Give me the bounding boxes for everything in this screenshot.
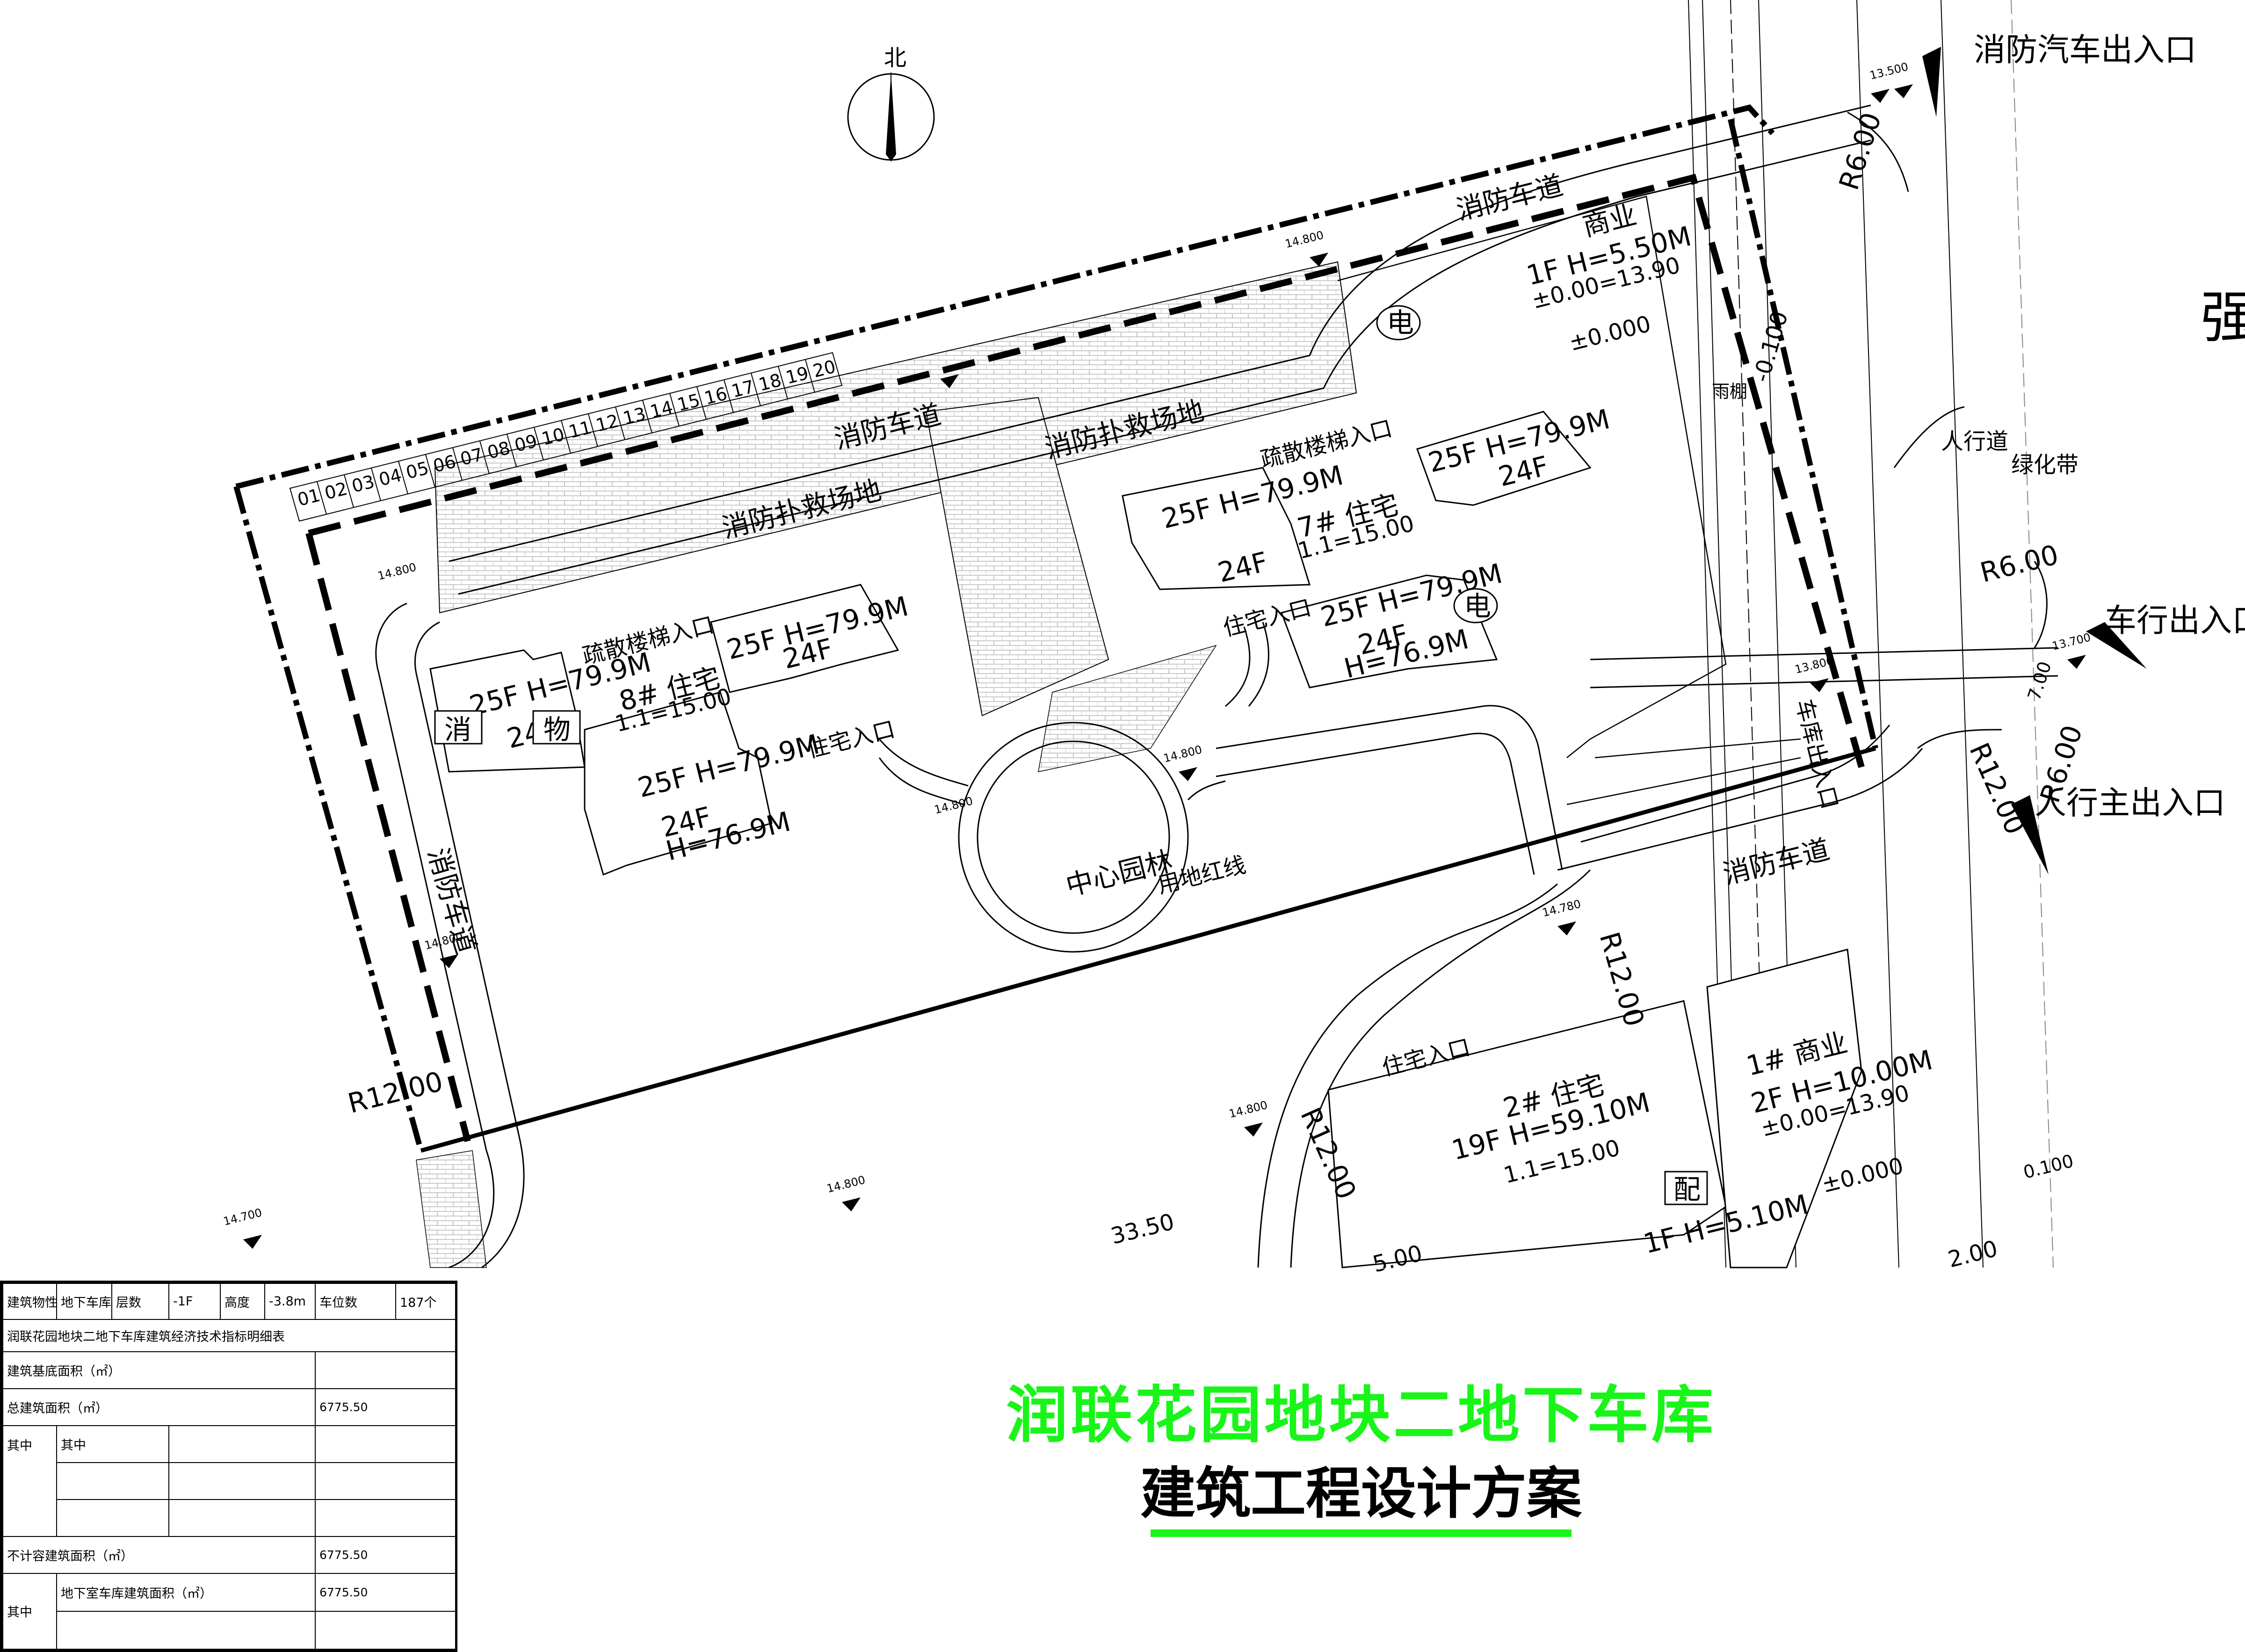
dimension-label: 33.50 bbox=[1108, 1209, 1177, 1250]
fire-lanes bbox=[375, 104, 2058, 1268]
north-label: 北 bbox=[884, 45, 906, 71]
dist-room-label: 配 bbox=[1673, 1174, 1701, 1205]
property-label: 物 bbox=[543, 714, 571, 746]
table-key: 其中 bbox=[2, 1425, 57, 1537]
project-subtitle: 建筑工程设计方案 bbox=[1140, 1461, 1582, 1526]
project-title: 润联花园地块二地下车库 bbox=[1006, 1379, 1716, 1451]
project-title-block: 润联花园地块二地下车库 建筑工程设计方案 bbox=[973, 1384, 1749, 1537]
table-value bbox=[56, 1610, 316, 1650]
stall-number: 02 bbox=[323, 478, 350, 503]
car-exit-label: 车行出入口 bbox=[2105, 602, 2245, 639]
pedestrian-main-label: 人行主出入口 bbox=[2035, 785, 2225, 822]
elev-pm0-se: ±0.000 bbox=[1819, 1152, 1906, 1198]
radius-label: R12.00 bbox=[1963, 738, 2031, 839]
fire-lane-south: 消防车道 bbox=[1720, 833, 1833, 890]
elev-pm0-ne: ±0.000 bbox=[1566, 311, 1653, 356]
stall-number: 01 bbox=[296, 485, 323, 510]
table-value: 6775.50 bbox=[315, 1388, 456, 1427]
building-2-footprint bbox=[1327, 1000, 1727, 1268]
table-value bbox=[168, 1499, 316, 1537]
sidewalk-label: 人行道 bbox=[1941, 428, 2008, 455]
stall-number: 04 bbox=[377, 464, 404, 490]
table-value: -3.8m bbox=[264, 1283, 316, 1320]
radius-label: R12.00 bbox=[345, 1065, 446, 1120]
table-value: 地下车库 bbox=[56, 1283, 112, 1320]
entrance-arrow-icons bbox=[1922, 47, 2147, 875]
radius-label: R6.00 bbox=[1977, 539, 2062, 589]
table-value bbox=[315, 1499, 456, 1537]
table-key: 建筑基底面积（㎡） bbox=[2, 1351, 316, 1390]
table-value bbox=[315, 1351, 456, 1390]
stats-table: 建筑物性质 地下车库 层数 -1F 高度 -3.8m 车位数 187个 润联花园… bbox=[2, 1283, 456, 1650]
elev-marker: 13.800 bbox=[1794, 654, 1835, 676]
dimension-label: 7.00 bbox=[2024, 659, 2056, 703]
elev-marker: 14.800 bbox=[377, 560, 418, 582]
elec-label-2: 电 bbox=[1464, 590, 1491, 622]
east-road-lines bbox=[1688, 0, 2054, 1268]
table-key: 高度 bbox=[220, 1283, 265, 1320]
table-value: -1F bbox=[168, 1283, 221, 1320]
table-value bbox=[315, 1462, 456, 1500]
table-value: 6775.50 bbox=[315, 1536, 456, 1574]
canopy-label: 雨棚 bbox=[1712, 381, 1747, 402]
elev-marker: 13.500 bbox=[1868, 60, 1910, 82]
fire-room-label: 消 bbox=[444, 714, 471, 746]
north-compass-icon bbox=[847, 72, 935, 161]
table-key: 车位数 bbox=[315, 1283, 396, 1320]
stall-number: 05 bbox=[404, 457, 431, 483]
elev-p0100: 0.100 bbox=[2021, 1151, 2076, 1183]
table-value bbox=[315, 1425, 456, 1464]
table-value: 6775.50 bbox=[315, 1572, 456, 1612]
stall-number: 03 bbox=[350, 471, 377, 496]
res-entry-2: 住宅入口 bbox=[804, 716, 898, 763]
fire-exit-label: 消防汽车出入口 bbox=[1974, 32, 2196, 69]
central-garden-circle bbox=[878, 622, 1269, 953]
radius-label: R6.00 bbox=[1833, 109, 1888, 194]
table-key: 层数 bbox=[111, 1283, 169, 1320]
green-belt-label: 绿化带 bbox=[2011, 452, 2078, 478]
table-value: 187个 bbox=[395, 1283, 456, 1320]
table-value bbox=[56, 1462, 169, 1500]
garage-ramp-label: 车库出入口 bbox=[1790, 696, 1843, 812]
table-value bbox=[315, 1610, 456, 1650]
table-value bbox=[168, 1425, 316, 1464]
paving-areas bbox=[416, 261, 1357, 1268]
table-key: 其中 bbox=[2, 1572, 57, 1650]
site-red-line bbox=[233, 104, 1878, 1153]
building-ne-commercial bbox=[1337, 196, 1801, 805]
building-1-footprint bbox=[1706, 949, 1862, 1268]
table-key: 总建筑面积（㎡） bbox=[2, 1388, 316, 1427]
elec-label-1: 电 bbox=[1387, 307, 1414, 339]
basement-outline bbox=[305, 174, 1865, 1142]
elev-marker: 14.780 bbox=[1541, 897, 1582, 919]
road-name-partial: 强 bbox=[2201, 285, 2245, 350]
elev-marker: 14.800 bbox=[1228, 1098, 1269, 1120]
elev-marker: 13.700 bbox=[2051, 630, 2092, 652]
radius-label: R12.00 bbox=[1593, 928, 1651, 1030]
table-key: 地下室车库建筑面积（㎡） bbox=[56, 1572, 316, 1612]
elev-marker: 14.700 bbox=[222, 1206, 263, 1228]
parking-numbers: 01 02 03 04 05 06 07 08 09 10 11 12 13 1… bbox=[296, 356, 838, 510]
stats-table-frame: 建筑物性质 地下车库 层数 -1F 高度 -3.8m 车位数 187个 润联花园… bbox=[0, 1281, 457, 1652]
building-7-footprint bbox=[1122, 411, 1592, 688]
parking-row bbox=[289, 352, 843, 522]
table-key: 建筑物性质 bbox=[2, 1283, 57, 1320]
facility-icons bbox=[434, 305, 1708, 1205]
table-value bbox=[168, 1462, 316, 1500]
subtitle-underline bbox=[1151, 1529, 1572, 1537]
dimension-label: 2.00 bbox=[1945, 1235, 2000, 1273]
table-value bbox=[56, 1499, 169, 1537]
table-title: 润联花园地块二地下车库建筑经济技术指标明细表 bbox=[2, 1319, 456, 1353]
elev-marker: 14.800 bbox=[1284, 228, 1325, 250]
table-key: 其中 bbox=[56, 1425, 169, 1464]
elev-marker: 14.800 bbox=[826, 1173, 867, 1195]
elev-marker: 14.800 bbox=[1162, 743, 1203, 765]
table-key: 不计容建筑面积（㎡） bbox=[2, 1536, 316, 1574]
